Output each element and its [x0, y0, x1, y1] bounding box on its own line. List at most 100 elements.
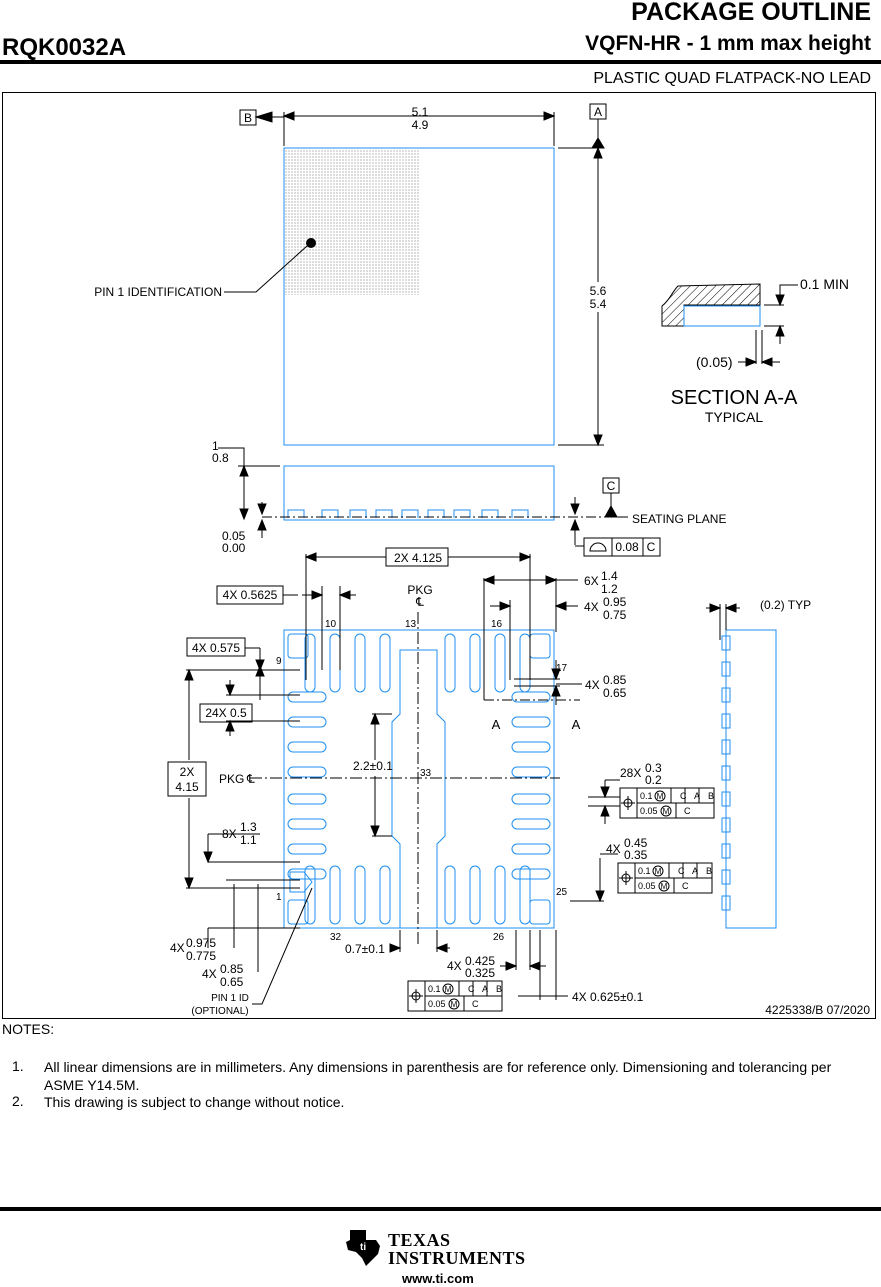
fcf-cell: C [472, 999, 479, 1009]
side-terminal [349, 509, 367, 518]
drawing-frame [2, 92, 876, 1019]
dim-4x-0575: 4X 0.575 [192, 641, 240, 655]
pin-32-label: 32 [330, 932, 342, 943]
mmc-icon [654, 790, 666, 802]
fcf-cell: A [482, 984, 488, 994]
website-link[interactable]: www.ti.com [402, 1271, 474, 1286]
package-body-right-side [725, 629, 777, 929]
dim-4x-035: 0.35 [624, 848, 648, 862]
dim-4x-05625: 4X 0.5625 [223, 588, 278, 602]
dim-28x-03: 0.3 [645, 761, 662, 775]
pin-10-label: 10 [325, 619, 337, 630]
dim-4x-095-prefix: 4X [584, 600, 599, 614]
dim-4x-0975-prefix: 4X [170, 941, 185, 955]
seating-plane-label: SEATING PLANE [632, 512, 726, 526]
pin1-identification-label: PIN 1 IDENTIFICATION [94, 285, 222, 299]
pin-16-label: 16 [491, 619, 503, 630]
terminal-pad-top [444, 633, 456, 693]
corner-pad [287, 633, 309, 659]
section-terminal [683, 305, 761, 327]
terminal-pad-right [511, 868, 551, 880]
side-terminal [721, 739, 731, 755]
mmc-icon [448, 998, 460, 1010]
package-body-bottom [283, 629, 555, 929]
side-view [218, 447, 661, 557]
terminal-pad-bottom [469, 865, 481, 925]
dim-4x-085b: 0.85 [220, 962, 244, 976]
section-min-label: 0.1 MIN [800, 276, 849, 292]
datum-a-label: A [594, 105, 602, 119]
flatness-datum: C [647, 540, 656, 554]
header-rule [0, 60, 881, 64]
fcf-cell: 0.05 [638, 881, 656, 891]
corner-pad [529, 899, 551, 925]
dim-2x-4125: 2X 4.125 [394, 551, 442, 565]
pkg-label-top: PKG [407, 583, 432, 597]
side-terminal [453, 509, 471, 518]
side-terminal [721, 869, 731, 885]
right-side-view [706, 603, 777, 929]
pin-33-label: 33 [420, 768, 432, 779]
terminal-pad-top [469, 633, 481, 693]
side-terminal [721, 661, 731, 677]
section-ref-label: (0.05) [696, 354, 733, 370]
fcf-cell: 0.1 [638, 866, 651, 876]
dim-4x-0425: 0.425 [465, 954, 495, 968]
dim-22: 2.2±0.1 [353, 759, 393, 773]
terminal-pad-left [287, 818, 327, 830]
fcf-cell: 0.1 [428, 984, 441, 994]
dim-6x-max: 1.4 [601, 569, 618, 583]
standoff-max-label: 0.05 [222, 529, 246, 543]
terminal-pad-right [511, 793, 551, 805]
package-body-top [283, 147, 555, 446]
section-mark-right: A [572, 717, 581, 732]
terminal-pad-right [511, 843, 551, 855]
dim-8x-11: 1.1 [240, 833, 257, 847]
side-terminal [401, 509, 419, 518]
side-terminal [511, 509, 529, 518]
dim-4x-075: 0.75 [603, 608, 627, 622]
dim-4x-085-prefix: 4X [585, 678, 600, 692]
dim-4x-0325: 0.325 [465, 966, 495, 980]
pkg-label-left: PKG [219, 772, 244, 786]
terminal-pad-bottom [519, 865, 531, 925]
section-mold-hatch [661, 283, 761, 327]
terminal-pad-left [287, 843, 327, 855]
mmc-label: M [445, 985, 452, 994]
dim-4x-0975: 0.975 [186, 936, 216, 950]
dim-2x-label: 2X [180, 765, 195, 779]
mmc-icon [652, 865, 664, 877]
dim-07: 0.7±0.1 [345, 942, 385, 956]
terminal-pad-left [287, 868, 327, 880]
datum-c-label: C [607, 479, 616, 493]
terminal-pad-right [511, 766, 551, 778]
top-view [224, 103, 607, 447]
dim-8x: 8X [222, 827, 237, 841]
package-body-side [283, 465, 555, 521]
cl-symbol-top: ℄ [415, 595, 424, 609]
terminal-pad-right [511, 741, 551, 753]
brand-line-2: INSTRUMENTS [388, 1248, 526, 1268]
side-view-labels: 1 0.8 0.05 0.00 C SEATING PLANE 0.08 C [212, 439, 726, 555]
package-type: PLASTIC QUAD FLATPACK-NO LEAD [593, 70, 871, 87]
brand-line-1: TEXAS [388, 1230, 451, 1250]
corner-pad [529, 633, 551, 659]
notes-heading: NOTES: [2, 1021, 55, 1037]
dim-4x-0425-prefix: 4X [447, 959, 462, 973]
bottom-view-labels: 2X 4.125 4X 0.5625 PKG ℄ 6X 1.4 1.2 4X 0… [170, 551, 870, 1017]
document-subtitle: VQFN-HR - 1 mm max height [585, 32, 871, 55]
section-mark-left: A [492, 717, 501, 732]
pin-1-label: 1 [276, 892, 282, 903]
dim-4x-045-prefix: 4X [606, 842, 621, 856]
width-max-label: 5.1 [412, 105, 429, 119]
mmc-label: M [655, 867, 662, 876]
cl-symbol-left: ℄ [246, 772, 255, 786]
fcf-cell: C [680, 791, 687, 801]
terminal-pad-top [354, 633, 366, 693]
note-2-number: 2. [12, 1093, 24, 1109]
side-terminal [481, 509, 499, 518]
dim-4x-0625: 4X 0.625±0.1 [572, 990, 644, 1004]
side-terminal [427, 509, 445, 518]
texas-state-icon: ti [346, 1230, 380, 1266]
